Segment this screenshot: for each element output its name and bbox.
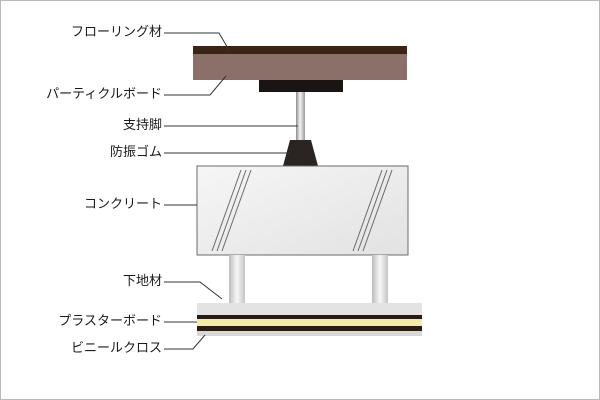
vinyl-bottom-band	[197, 331, 422, 336]
label-flooring: フローリング材	[70, 25, 162, 40]
label-particle-board: パーティクルボード	[46, 87, 162, 102]
vinyl-cloth-layer	[197, 326, 422, 331]
support-pad	[259, 80, 343, 92]
label-support-leg: 支持脚	[122, 118, 162, 133]
label-plaster-board: プラスターボード	[58, 314, 162, 329]
concrete-slab	[196, 165, 409, 256]
concrete-hatch	[211, 169, 393, 252]
base-post-right	[372, 255, 388, 303]
label-base-material: 下地材	[122, 274, 162, 289]
plaster-yellow-stripe	[197, 319, 422, 326]
label-rubber: 防振ゴム	[109, 145, 162, 160]
label-concrete: コンクリート	[83, 197, 162, 212]
plaster-dark-band	[197, 315, 422, 319]
leader-flooring	[164, 32, 230, 51]
flooring-layer	[193, 46, 407, 54]
base-post-left	[229, 255, 245, 303]
leader-base-material	[164, 281, 223, 300]
label-vinyl-cloth: ビニールクロス	[70, 341, 162, 356]
rubber-pad	[283, 140, 318, 166]
plaster-top-band	[197, 303, 422, 315]
leader-particle-board	[164, 75, 227, 96]
support-leg	[296, 92, 305, 140]
leader-lines	[164, 32, 298, 350]
leader-vinyl-cloth	[164, 334, 206, 350]
